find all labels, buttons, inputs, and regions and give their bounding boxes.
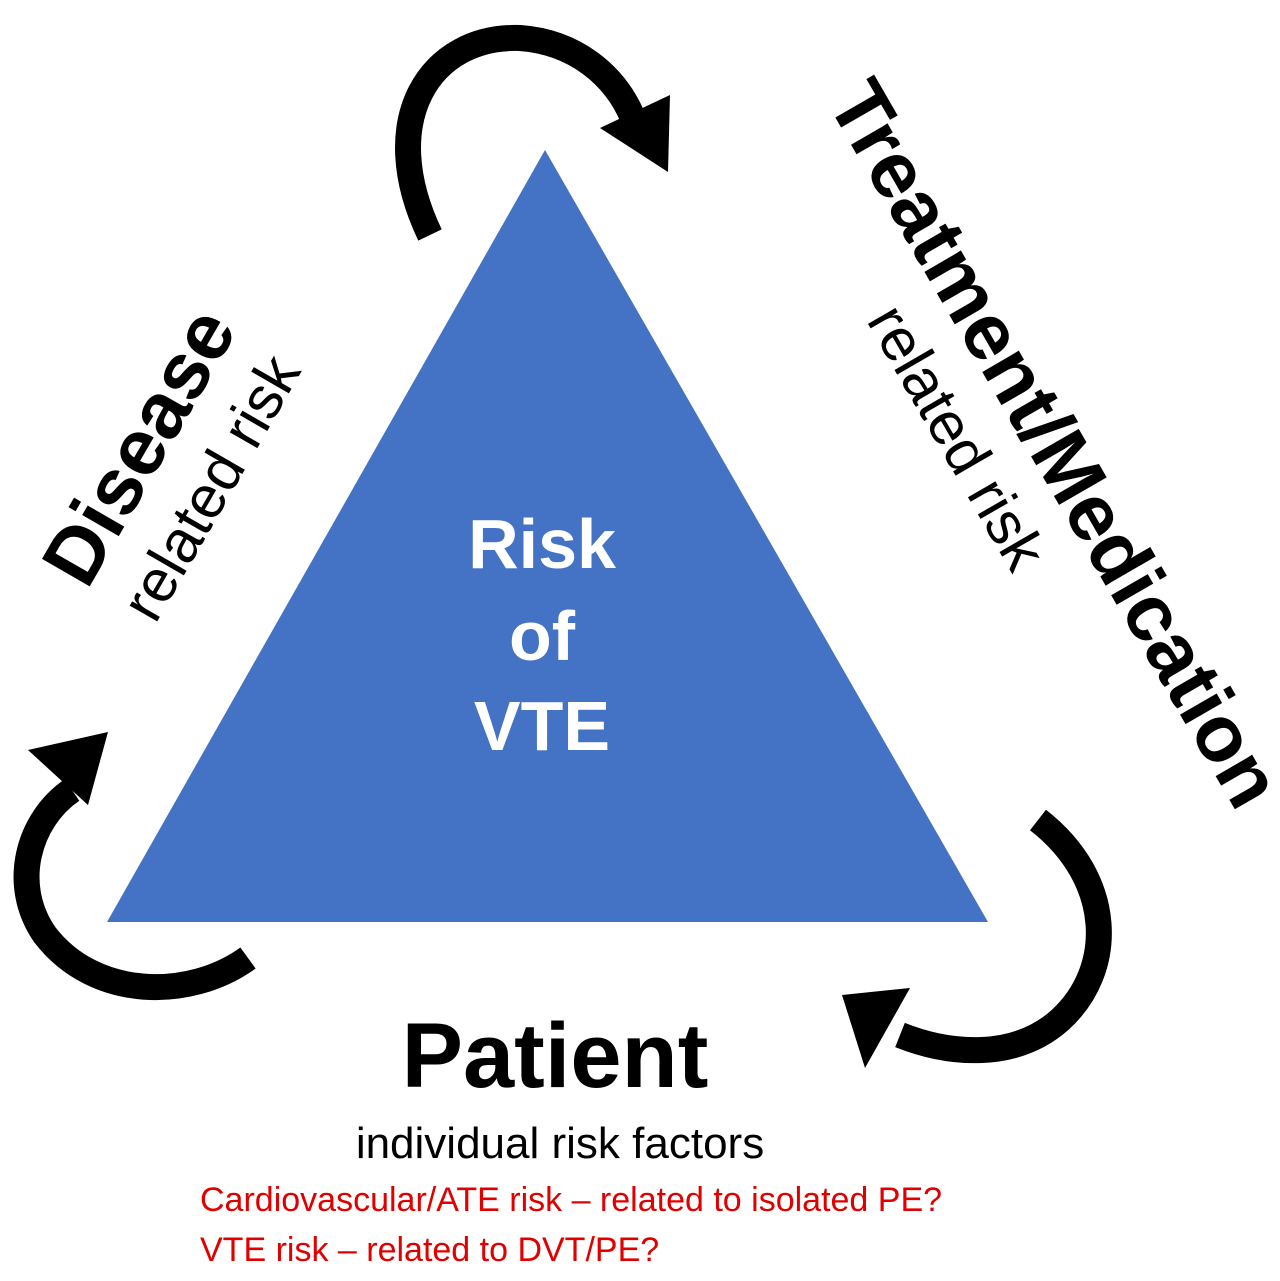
patient-subtitle: individual risk factors — [355, 1119, 765, 1168]
center-line-of: of — [509, 597, 576, 675]
note-cardiovascular: Cardiovascular/ATE risk – related to iso… — [200, 1181, 943, 1219]
treatment-title: Treatment/Medication — [811, 65, 1280, 822]
disease-label-group: Disease related risk — [25, 293, 314, 632]
arrow-left-icon — [13, 732, 256, 1001]
center-line-risk: Risk — [468, 505, 616, 583]
center-line-vte: VTE — [474, 687, 610, 765]
note-vte: VTE risk – related to DVT/PE? — [200, 1231, 660, 1269]
arrow-right-icon — [842, 809, 1112, 1068]
arrow-top-icon — [395, 24, 670, 241]
risk-triangle — [107, 150, 988, 922]
patient-title: Patient — [401, 1005, 709, 1107]
